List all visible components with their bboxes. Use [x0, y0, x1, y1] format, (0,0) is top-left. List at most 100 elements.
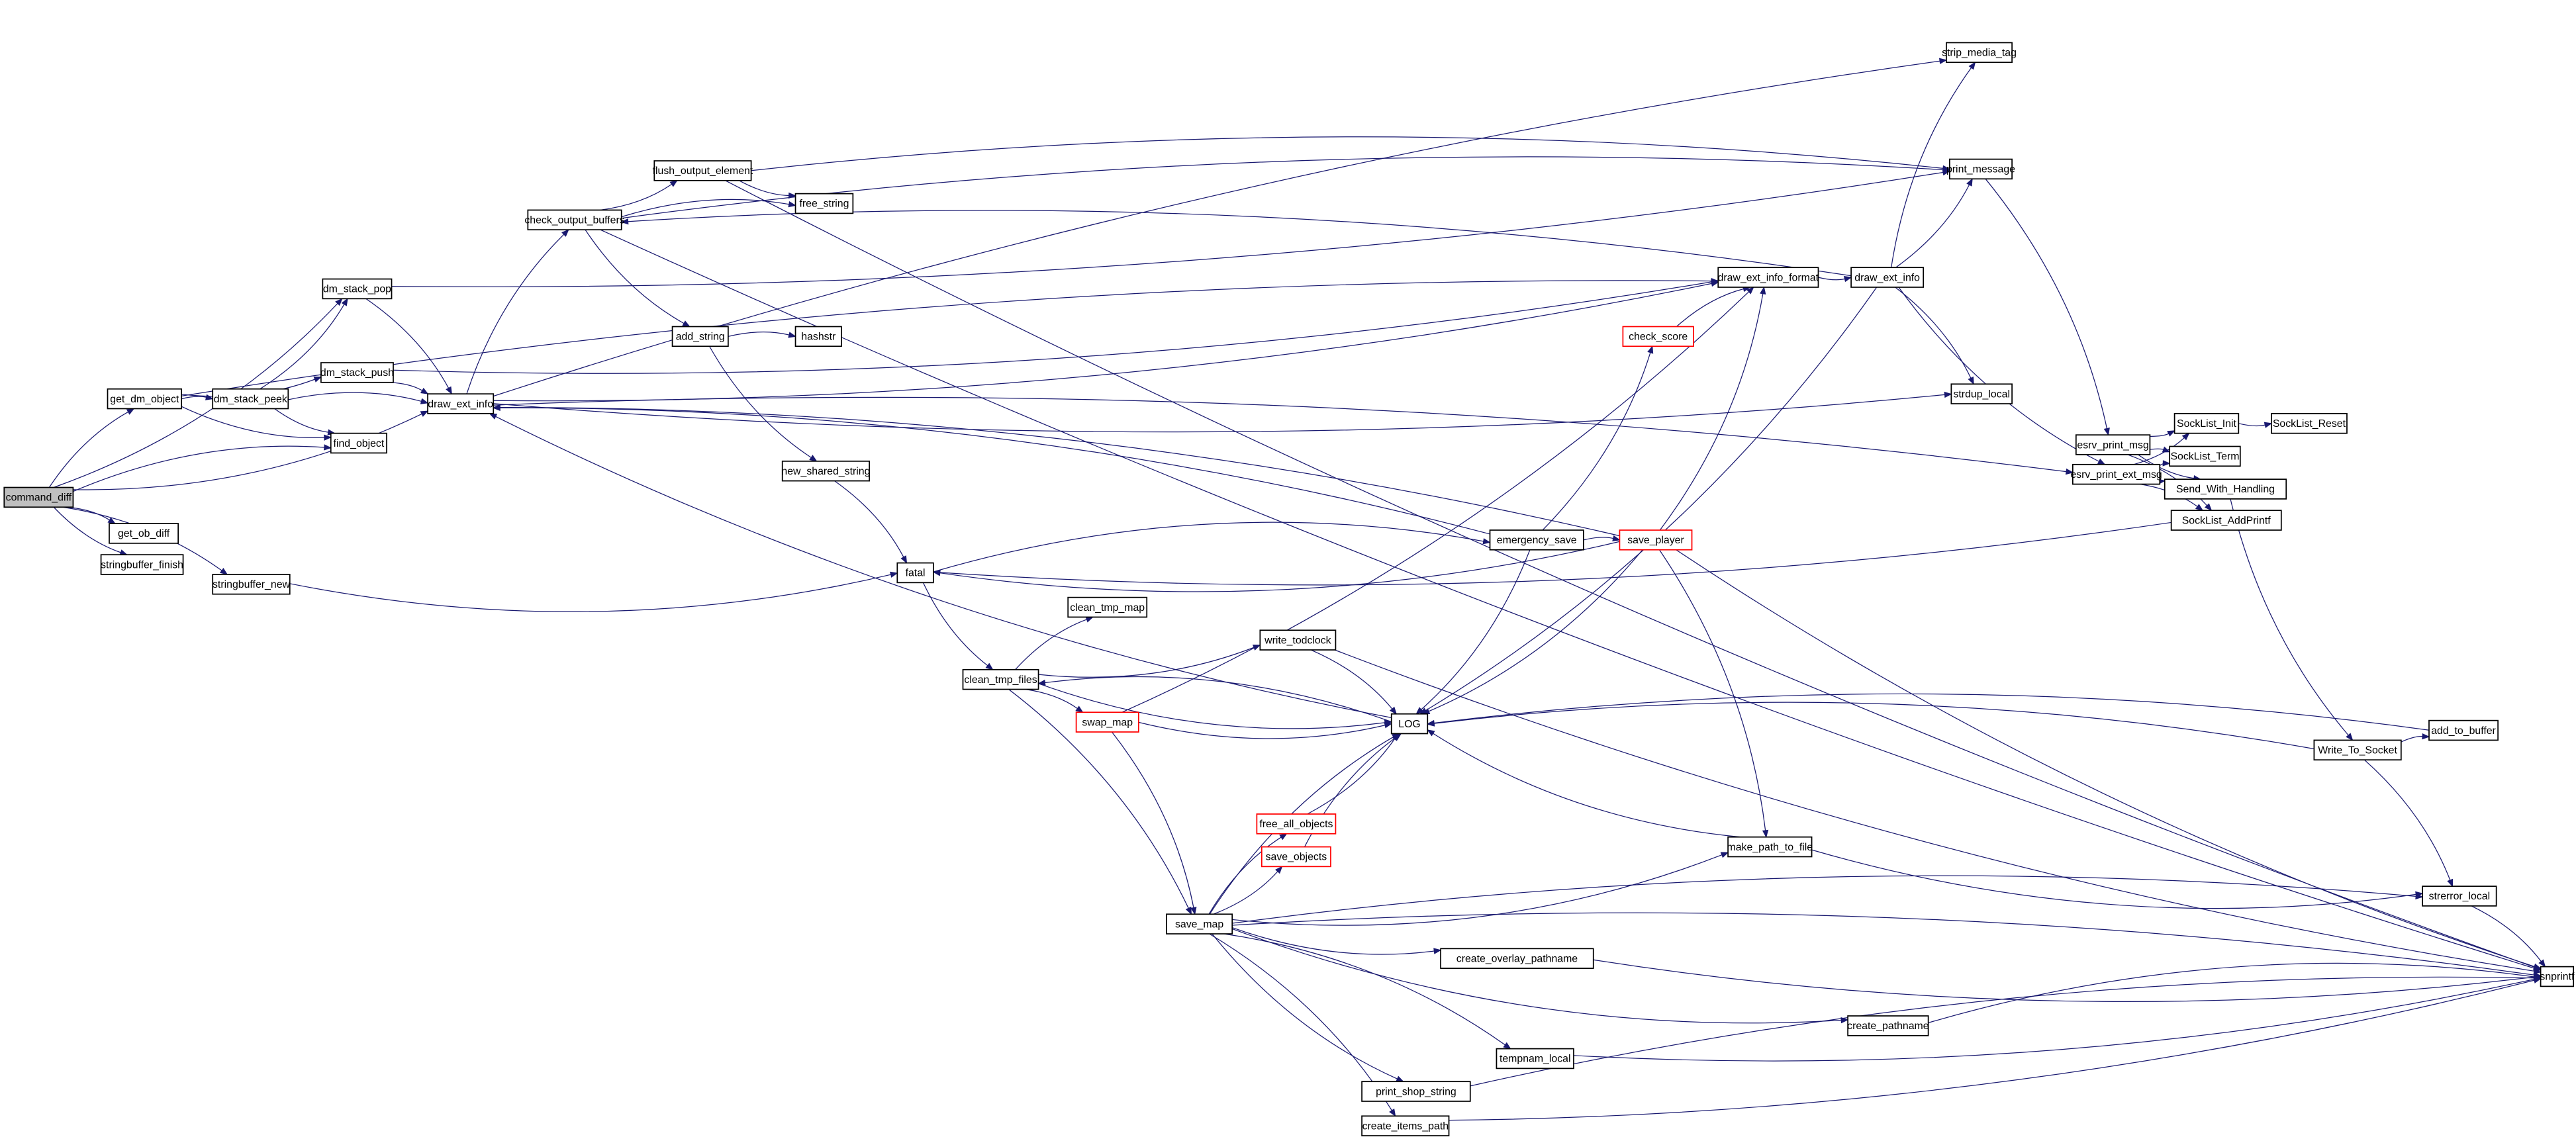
arrowhead-icon [1433, 948, 1442, 954]
node-socklist-init[interactable]: SockList_Init [2173, 413, 2240, 434]
node-check-output-buffers[interactable]: check_output_buffers [524, 209, 625, 231]
node-make-path-to-file[interactable]: make_path_to_file [1727, 836, 1813, 858]
arrowhead-icon [420, 398, 429, 404]
node-emergency-save[interactable]: emergency_save [1489, 529, 1584, 551]
node-add-string[interactable]: add_string [671, 326, 729, 347]
node-save-objects[interactable]: save_objects [1261, 846, 1331, 868]
node-label: create_pathname [1847, 1021, 1929, 1032]
node-dm-stack-push[interactable]: dm_stack_push [320, 362, 394, 383]
arrowhead-icon [1944, 391, 1952, 398]
edge-save_player-to-fatal [939, 541, 1620, 592]
arrowhead-icon [900, 555, 908, 564]
arrowhead-icon [1415, 707, 1424, 715]
node-label: create_overlay_pathname [1456, 953, 1578, 964]
node-socklist-reset[interactable]: SockList_Reset [2271, 413, 2348, 434]
node-swap-map[interactable]: swap_map [1075, 711, 1139, 733]
edge-command_diff-to-stringbuffer_finish [53, 506, 121, 553]
arrowhead-icon [2415, 893, 2424, 899]
node-label: strip_media_tag [1942, 48, 2017, 59]
node-box [1166, 913, 1233, 934]
node-label: clean_tmp_files [964, 674, 1037, 686]
arrowhead-icon [1612, 535, 1621, 542]
node-strip-media-tag[interactable]: strip_media_tag [1942, 42, 2017, 64]
arrowhead-icon [1968, 376, 1974, 385]
node-label: stringbuffer_new [213, 579, 291, 590]
node-save-player[interactable]: save_player [1619, 529, 1693, 551]
node-create-items-path[interactable]: create_items_path [1361, 1115, 1450, 1136]
node-label: draw_ext_info [428, 398, 493, 410]
node-dm-stack-peek[interactable]: dm_stack_peek [212, 388, 289, 410]
node-hashstr[interactable]: hashstr [794, 326, 842, 347]
arrowhead-icon [788, 201, 796, 208]
node-box [2271, 413, 2348, 434]
node-create-pathname[interactable]: create_pathname [1847, 1015, 1929, 1036]
node-write-to-socket[interactable]: Write_To_Socket [2313, 739, 2402, 761]
node-box [330, 432, 387, 454]
node-fatal[interactable]: fatal [896, 562, 934, 584]
node-box [794, 193, 854, 214]
node-label: SockList_Term [2170, 451, 2239, 463]
node-box [2075, 434, 2151, 455]
node-get-ob-diff[interactable]: get_ob_diff [109, 523, 179, 544]
node-clean-tmp-map[interactable]: clean_tmp_map [1067, 596, 1148, 618]
node-send-with-handling[interactable]: Send_With_Handling [2164, 478, 2287, 500]
edge-save_map-to-snprintf [1232, 912, 2534, 976]
node-esrv-print-ext-msg[interactable]: esrv_print_ext_msg [2070, 463, 2162, 485]
node-find-object[interactable]: find_object [330, 432, 387, 454]
node-check-score[interactable]: check_score [1622, 326, 1694, 347]
node-clean-tmp-files[interactable]: clean_tmp_files [962, 668, 1039, 690]
node-draw-ext-info-l[interactable]: draw_ext_info [427, 393, 495, 414]
edge-save_player-to-draw_ext_info_l [500, 407, 1620, 537]
node-new-shared-string[interactable]: new_shared_string [781, 460, 870, 482]
node-box [2173, 413, 2240, 434]
node-strerror-local[interactable]: strerror_local [2422, 886, 2497, 907]
edge-free_all_objects-to-log [1307, 739, 1395, 815]
node-socklist-addprintf[interactable]: SockList_AddPrintf [2170, 510, 2282, 531]
node-snprintf[interactable]: snprintf [2540, 966, 2575, 987]
node-free-string[interactable]: free_string [794, 193, 854, 214]
edge-send_with_handling-to-write_to_socket [2230, 498, 2349, 736]
edge-command_diff-to-find_object [73, 445, 324, 492]
arrowhead-icon [1427, 729, 1435, 737]
node-create-overlay-pathname[interactable]: create_overlay_pathname [1440, 948, 1594, 969]
node-print-message[interactable]: print_message [1946, 158, 2015, 180]
edge-draw_ext_info_r-to-check_output_buffers [628, 210, 1852, 277]
node-esrv-print-msg[interactable]: esrv_print_msg [2075, 434, 2151, 455]
node-dm-stack-pop[interactable]: dm_stack_pop [322, 278, 393, 300]
node-write-todclock[interactable]: write_todclock [1259, 629, 1337, 651]
edge-clean_tmp_files-to-swap_map [1025, 688, 1078, 709]
node-label: strerror_local [2429, 891, 2491, 902]
node-flush-output-element[interactable]: flush_output_element [653, 160, 753, 181]
arrowhead-icon [446, 386, 452, 395]
node-label: write_todclock [1264, 635, 1331, 646]
node-draw-ext-info-format[interactable]: draw_ext_info_format [1717, 267, 1819, 288]
node-box [322, 278, 393, 300]
node-command-diff[interactable]: command_diff [3, 486, 74, 508]
node-strdup-local[interactable]: strdup_local [1950, 383, 2013, 404]
node-stringbuffer-finish[interactable]: stringbuffer_finish [100, 554, 184, 575]
node-box [427, 393, 495, 414]
node-add-to-buffer[interactable]: add_to_buffer [2428, 719, 2499, 741]
node-box [1075, 711, 1139, 733]
node-draw-ext-info-r[interactable]: draw_ext_info [1850, 267, 1925, 288]
node-save-map[interactable]: save_map [1166, 913, 1233, 934]
arrowhead-icon [1711, 280, 1719, 287]
node-socklist-term[interactable]: SockList_Term [2169, 445, 2241, 467]
edge-draw_ext_info_r-to-strip_media_tag [1891, 67, 1972, 268]
arrowhead-icon [682, 320, 691, 328]
node-tempnam-local[interactable]: tempnam_local [1496, 1048, 1574, 1070]
node-print-shop-string[interactable]: print_shop_string [1361, 1081, 1471, 1102]
node-stringbuffer-new[interactable]: stringbuffer_new [212, 574, 291, 595]
node-label: print_shop_string [1376, 1086, 1456, 1097]
node-free-all-objects[interactable]: free_all_objects [1256, 813, 1337, 835]
edge-dm_stack_push-to-draw_ext_info_l [389, 382, 423, 391]
node-box [1619, 529, 1693, 551]
graph-nodes: command_diffget_dm_objectget_ob_diffstri… [3, 42, 2575, 1136]
edge-save_map-to-strerror_local [1232, 875, 2416, 924]
node-box [1949, 158, 2013, 180]
node-get-dm-object[interactable]: get_dm_object [107, 388, 182, 410]
arrowhead-icon [335, 298, 343, 306]
node-log[interactable]: LOG [1390, 713, 1429, 735]
arrowhead-icon [2533, 977, 2542, 983]
